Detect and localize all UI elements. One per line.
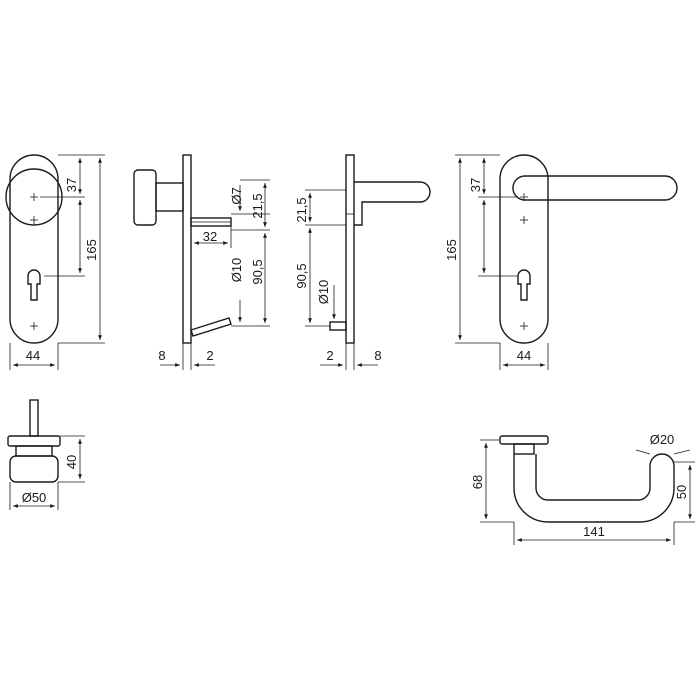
dim-2-knob: 2 xyxy=(206,348,213,363)
front-view-knob-plate: 37 165 44 xyxy=(5,154,105,370)
dim-32: 32 xyxy=(203,229,217,244)
dim-dia20: Ø20 xyxy=(650,432,675,447)
dim-44-lever: 44 xyxy=(517,348,531,363)
dim-dia10-lever: Ø10 xyxy=(316,280,331,305)
side-view-lever: 21,5 90,5 Ø10 2 8 xyxy=(294,154,431,370)
dim-21-5-lever: 21,5 xyxy=(294,197,309,222)
dim-dia7: Ø7 xyxy=(229,187,244,204)
dim-90-5-knob: 90,5 xyxy=(250,259,265,284)
dim-8-lever: 8 xyxy=(374,348,381,363)
dim-165-lever: 165 xyxy=(444,239,459,261)
dim-dia50: Ø50 xyxy=(22,490,47,505)
dim-2-lever: 2 xyxy=(326,348,333,363)
side-view-knob: Ø7 21,5 32 Ø10 90,5 8 2 xyxy=(133,154,270,370)
dim-37-lever: 37 xyxy=(468,178,483,192)
dim-44-knob: 44 xyxy=(26,348,40,363)
dim-37-knob: 37 xyxy=(64,178,79,192)
front-view-lever-plate: 37 165 44 xyxy=(444,154,678,370)
dim-68: 68 xyxy=(470,475,485,489)
dim-40: 40 xyxy=(64,455,79,469)
lever-top-view: 68 Ø20 50 141 xyxy=(470,432,695,545)
dim-90-5-lever: 90,5 xyxy=(294,263,309,288)
dim-dia10-knob: Ø10 xyxy=(229,258,244,283)
knob-side-view: 40 Ø50 xyxy=(7,399,85,510)
dim-50: 50 xyxy=(674,485,689,499)
dim-165-knob: 165 xyxy=(84,239,99,261)
dim-141: 141 xyxy=(583,524,605,539)
dim-21-5-knob: 21,5 xyxy=(250,193,265,218)
dim-8-knob: 8 xyxy=(158,348,165,363)
